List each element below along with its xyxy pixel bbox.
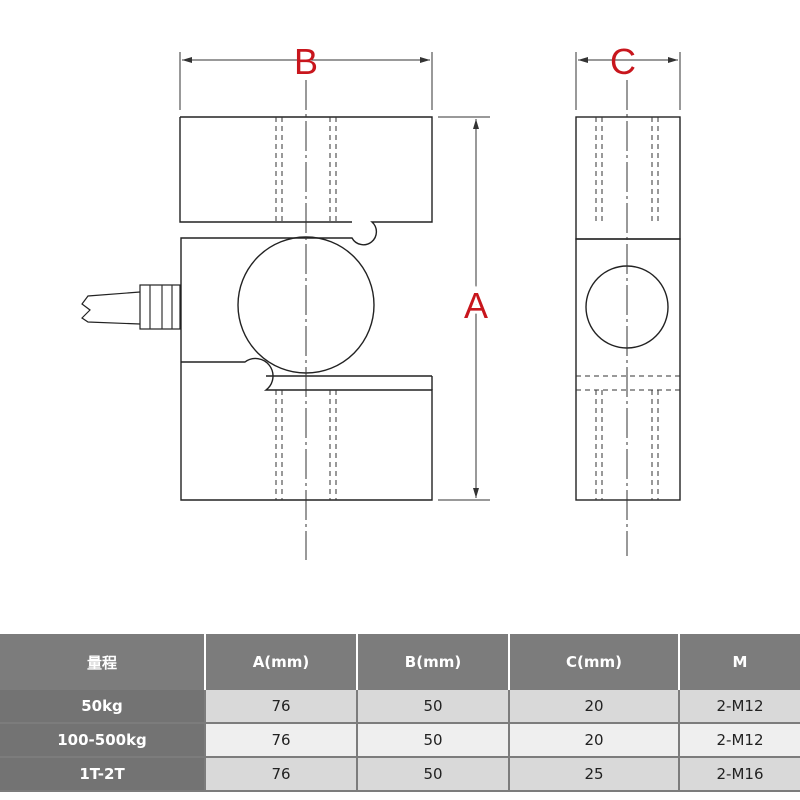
cell-b: 50: [357, 690, 510, 724]
header-range: 量程: [0, 634, 206, 690]
header-c: C(mm): [509, 634, 680, 690]
front-view-outline: [180, 116, 433, 501]
cell-m: 2-M12: [679, 723, 800, 758]
load-cell-dimension-drawing: B C A: [81, 41, 681, 560]
cell-range: 100-500kg: [0, 723, 206, 758]
cell-a: 76: [205, 690, 358, 724]
table-row: 1T-2T 76 50 25 2-M16: [0, 757, 800, 792]
table-row: 50kg 76 50 20 2-M12: [0, 690, 800, 724]
cell-range: 1T-2T: [0, 757, 206, 792]
header-m: M: [679, 634, 800, 690]
cell-c: 20: [509, 690, 680, 724]
cell-c: 25: [509, 757, 680, 792]
dimension-label-c: C: [610, 41, 636, 82]
side-view-upper-block: [575, 116, 681, 240]
dimension-label-b: B: [294, 41, 318, 82]
cell-m: 2-M16: [679, 757, 800, 792]
table-header-row: 量程 A(mm) B(mm) C(mm) M: [0, 634, 800, 690]
dimension-label-a: A: [464, 285, 488, 326]
header-b: B(mm): [357, 634, 510, 690]
cell-m: 2-M12: [679, 690, 800, 724]
cell-a: 76: [205, 723, 358, 758]
side-view-lower-block: [575, 238, 681, 501]
cell-range: 50kg: [0, 690, 206, 724]
cell-c: 20: [509, 723, 680, 758]
cell-b: 50: [357, 723, 510, 758]
specification-table: 量程 A(mm) B(mm) C(mm) M 50kg 76 50 20 2-M…: [0, 634, 800, 792]
header-a: A(mm): [205, 634, 358, 690]
cell-b: 50: [357, 757, 510, 792]
table-row: 100-500kg 76 50 20 2-M12: [0, 723, 800, 758]
cable-gland: [81, 284, 181, 330]
cell-a: 76: [205, 757, 358, 792]
